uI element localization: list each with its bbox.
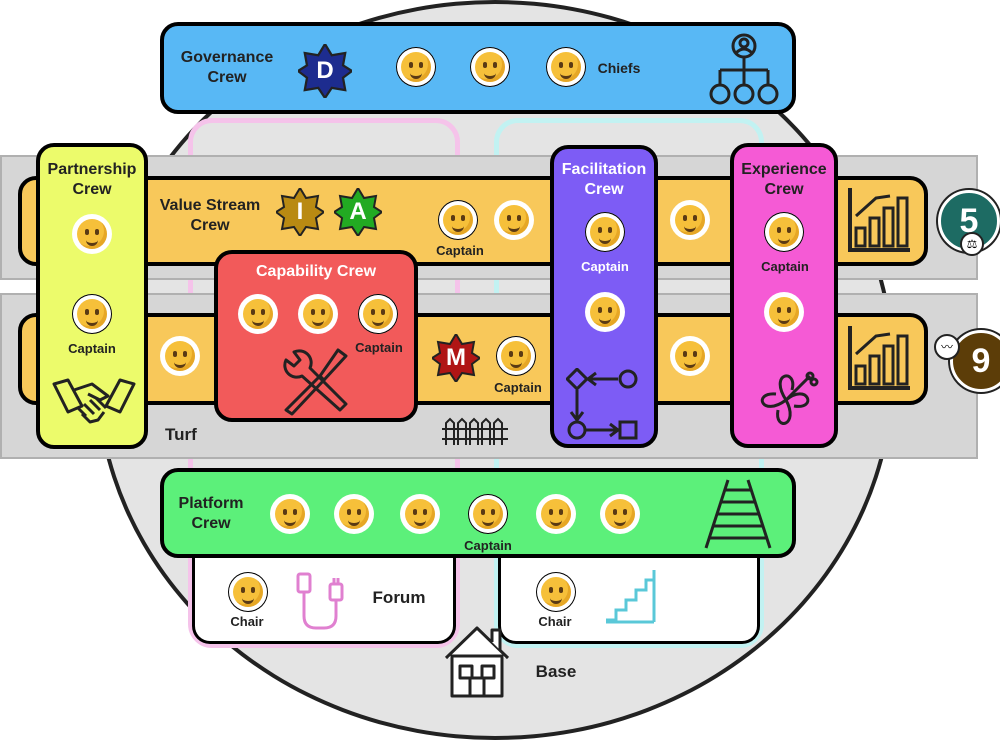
second-stream-emoji-3	[670, 336, 710, 376]
d-star-letter: D	[316, 57, 334, 84]
railway-track-icon	[704, 479, 772, 549]
value-stream-emoji-2	[494, 200, 534, 240]
facilitation-captain-label: Captain	[581, 259, 629, 274]
growth-chart-icon-2	[848, 326, 910, 390]
capability-emoji-2	[298, 294, 338, 334]
partnership-emoji-1	[72, 214, 112, 254]
second-stream-captain-label: Captain	[494, 380, 542, 395]
forum-right-chair-label: Chair	[538, 614, 572, 629]
facilitation-crew-title: Facilitation Crew	[561, 161, 647, 198]
capability-crew-box	[214, 250, 418, 422]
hibiscus-icon	[760, 371, 819, 425]
experience-crew-title: Experience Crew	[741, 161, 827, 198]
facilitation-emoji-2	[585, 292, 625, 332]
value-stream-captain-label: Captain	[436, 243, 484, 258]
governance-emoji-2	[470, 47, 510, 87]
turf-label: Turf	[165, 425, 197, 444]
second-stream-badge-9: 9	[950, 330, 1000, 392]
heartbeat-icon: 〰	[934, 334, 960, 360]
governance-emoji-1	[396, 47, 436, 87]
value-stream-captain-emoji	[438, 200, 478, 240]
m-star-letter: M	[446, 344, 466, 371]
second-stream-emoji-1	[160, 336, 200, 376]
flow-diagram-icon	[566, 368, 638, 440]
org-chart-icon	[709, 33, 779, 105]
partnership-crew-title: Partnership Crew	[47, 161, 137, 198]
platform-captain-emoji	[468, 494, 508, 534]
value-stream-emoji-3	[670, 200, 710, 240]
chiefs-label: Chiefs	[597, 60, 641, 76]
i-star-letter: I	[296, 198, 304, 225]
capability-captain-label: Captain	[355, 340, 403, 355]
partnership-captain-label: Captain	[68, 341, 116, 356]
value-stream-crew-title: Value Stream Crew	[159, 197, 261, 234]
experience-captain-label: Captain	[761, 259, 809, 274]
house-icon	[444, 626, 510, 698]
tools-icon	[283, 348, 348, 416]
a-star-icon: A	[332, 186, 384, 238]
facilitation-captain-emoji	[585, 212, 625, 252]
platform-emoji-1	[270, 494, 310, 534]
i-star-icon: I	[274, 186, 326, 238]
platform-emoji-2	[334, 494, 374, 534]
platform-crew-title: Platform Crew	[178, 495, 244, 532]
stairs-icon	[606, 570, 656, 624]
platform-emoji-6	[600, 494, 640, 534]
forum-left-chair-emoji	[228, 572, 268, 612]
fence-icon	[442, 417, 508, 445]
base-label: Base	[535, 662, 577, 681]
forum-label: Forum	[372, 588, 426, 607]
badge-5-number: 5	[959, 201, 979, 240]
second-stream-captain-emoji	[496, 336, 536, 376]
d-star-icon: D	[296, 41, 354, 101]
capability-crew-title: Capability Crew	[255, 263, 377, 280]
capability-captain-emoji	[358, 294, 398, 334]
cable-icon	[296, 572, 344, 630]
platform-captain-label: Captain	[464, 538, 512, 553]
m-star-icon: M	[430, 332, 482, 384]
experience-captain-emoji	[764, 212, 804, 252]
forum-right-chair-emoji	[536, 572, 576, 612]
forum-left-chair-label: Chair	[230, 614, 264, 629]
experience-emoji-2	[764, 292, 804, 332]
platform-emoji-3	[400, 494, 440, 534]
governance-emoji-3	[546, 47, 586, 87]
handshake-icon	[52, 378, 136, 424]
badge-9-number: 9	[971, 341, 991, 380]
growth-chart-icon	[848, 188, 910, 252]
capability-emoji-1	[238, 294, 278, 334]
partnership-captain-emoji	[72, 294, 112, 334]
scales-icon: ⚖	[960, 232, 984, 256]
governance-crew-title: Governance Crew	[180, 49, 274, 86]
platform-emoji-5	[536, 494, 576, 534]
a-star-letter: A	[349, 198, 367, 225]
